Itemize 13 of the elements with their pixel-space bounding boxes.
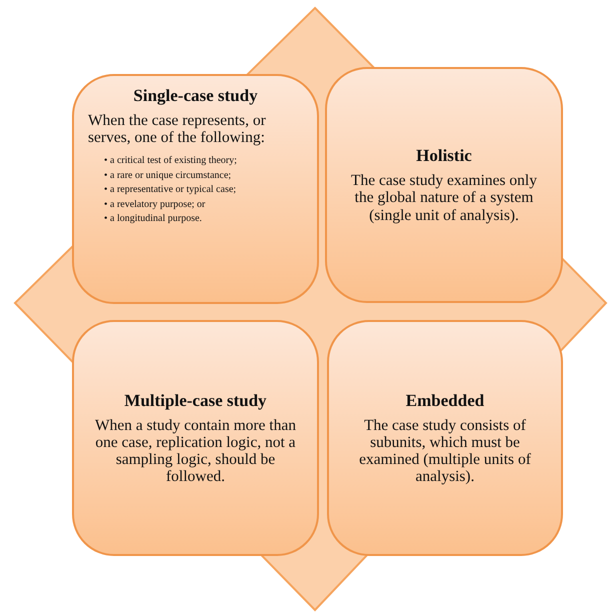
bullet-item: • a rare or unique circumstance; [104, 168, 232, 183]
bullet-item: • a representative or typical case; [104, 183, 237, 198]
box-text: The case study examines only the global nature of a system (single unit of analysis). [350, 172, 538, 224]
box-heading: Embedded [406, 390, 484, 411]
box-heading: Holistic [416, 146, 472, 166]
bullet-item: • a longitudinal purpose. [104, 212, 203, 226]
box-heading: Single-case study [133, 86, 258, 106]
box-text: The case study consists of subunits, which must be examined (multiple units of analysis). [358, 416, 532, 486]
bullet-item: • a critical test of existing theory; [104, 154, 237, 168]
box-text: When a study contain more than one case, replication logic, not a sampling logic, should be followed. [94, 416, 297, 486]
box-heading: Multiple-case study [124, 390, 267, 411]
bullet-item: • a revelatory purpose; or [104, 198, 206, 212]
box-text: When the case represents, or serves, one of the following: [88, 112, 267, 146]
